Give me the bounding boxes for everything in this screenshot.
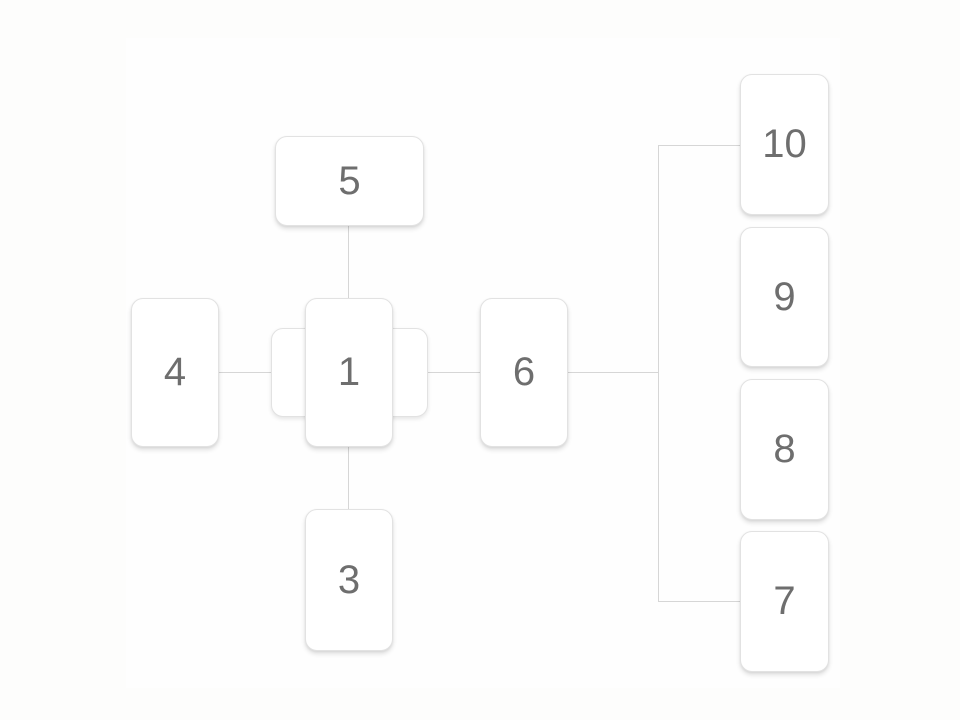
card-6[interactable]: 6 bbox=[480, 298, 568, 447]
connector-bus-7 bbox=[658, 601, 740, 602]
connector-bus-10 bbox=[658, 145, 740, 146]
card-label: 10 bbox=[762, 122, 807, 166]
card-9[interactable]: 9 bbox=[740, 227, 829, 367]
card-5[interactable]: 5 bbox=[275, 136, 424, 226]
card-label: 3 bbox=[337, 557, 361, 602]
card-label: 7 bbox=[773, 579, 796, 623]
card-label: 8 bbox=[773, 427, 796, 471]
card-label: 6 bbox=[512, 350, 536, 394]
card-8[interactable]: 8 bbox=[740, 379, 829, 520]
card-1[interactable]: 1 bbox=[305, 298, 393, 447]
connector-1-3 bbox=[348, 447, 349, 509]
card-label: 1 bbox=[337, 350, 361, 394]
card-label: 5 bbox=[338, 158, 361, 203]
card-label: 9 bbox=[773, 274, 796, 319]
card-3[interactable]: 3 bbox=[305, 509, 393, 651]
card-10[interactable]: 10 bbox=[740, 74, 829, 215]
connector-1-5 bbox=[348, 226, 349, 298]
connector-vertical-bus bbox=[658, 145, 659, 602]
card-label: 4 bbox=[163, 350, 187, 394]
card-4[interactable]: 4 bbox=[131, 298, 219, 447]
connector-4-1 bbox=[219, 372, 271, 373]
connector-1-6 bbox=[428, 372, 480, 373]
card-7[interactable]: 7 bbox=[740, 531, 829, 672]
connector-6-trunk bbox=[568, 372, 659, 373]
